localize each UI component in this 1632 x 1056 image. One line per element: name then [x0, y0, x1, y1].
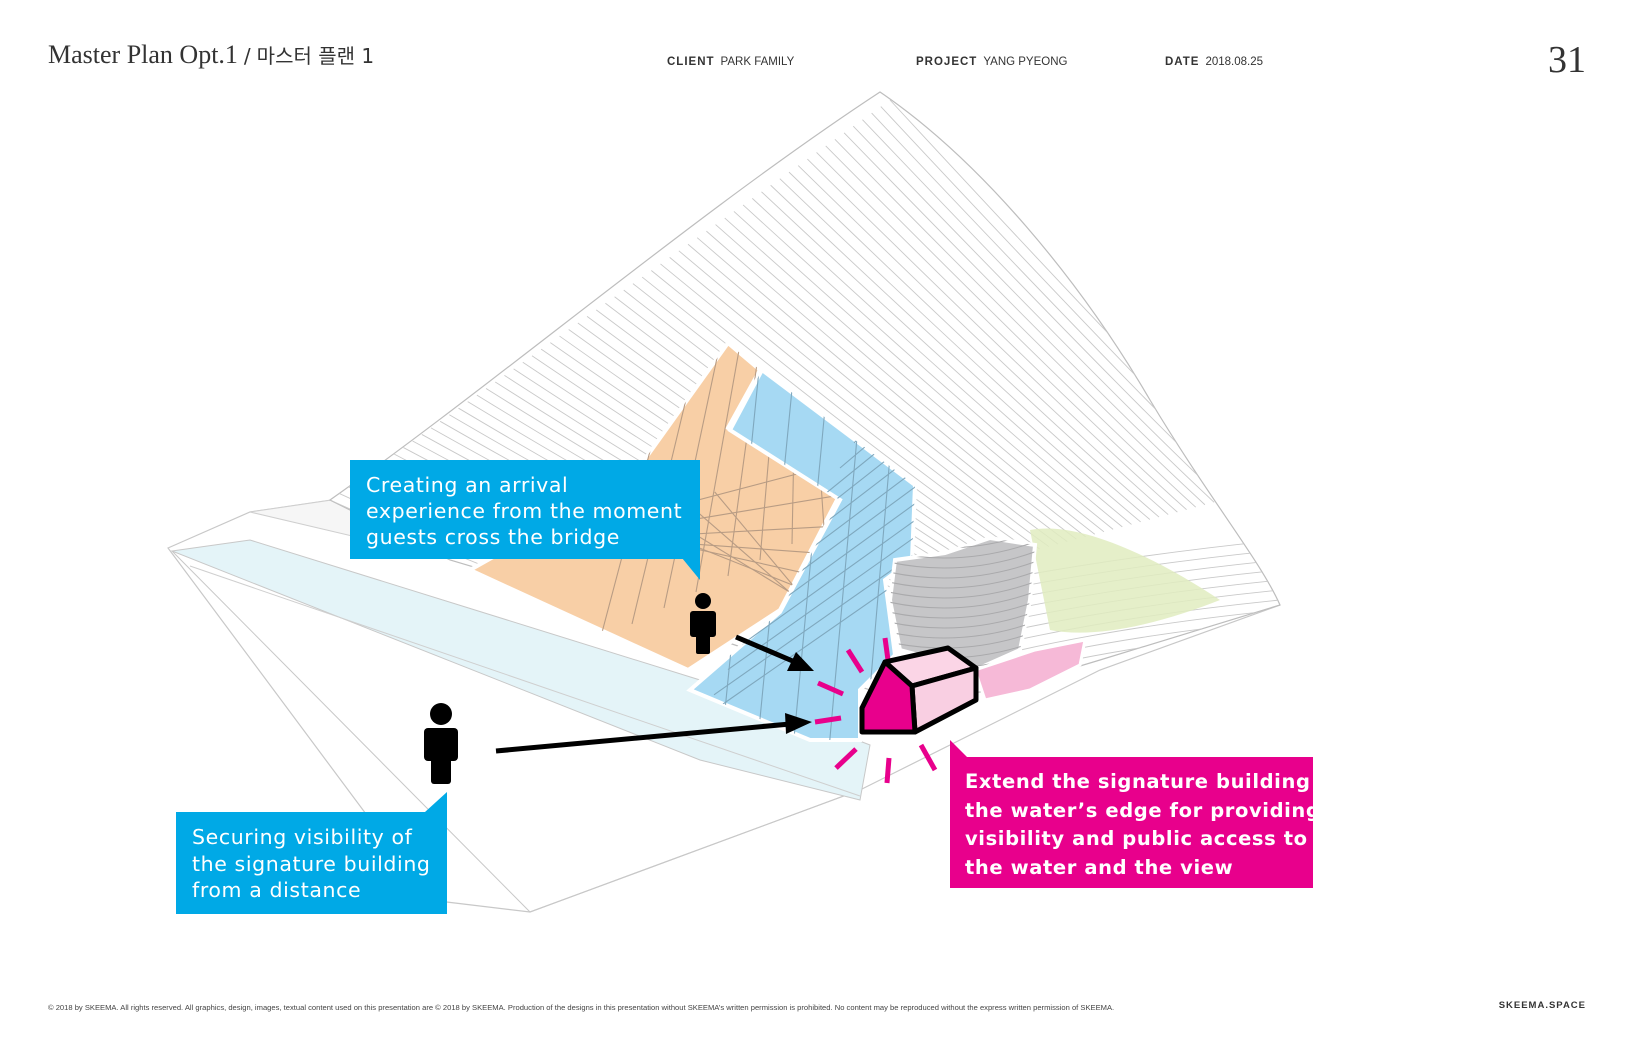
signature-callout: Extend the signature building to the wat… [950, 757, 1313, 888]
signature-callout-pointer [950, 740, 968, 758]
signature-callout-line-1: Extend the signature building to [965, 768, 1313, 797]
signature-callout-line-2: the water’s edge for providing [965, 797, 1313, 826]
arrival-callout-line-2: experience from the moment [366, 498, 700, 524]
arrival-callout-line-1: Creating an arrival [366, 472, 700, 498]
contour-line [996, 700, 1280, 760]
visibility-callout-line-2: the signature building [192, 851, 447, 878]
brand-link[interactable]: SKEEMA.SPACE [1499, 1000, 1586, 1011]
signature-callout-line-4: the water and the view [965, 854, 1313, 883]
arrival-callout: Creating an arrival experience from the … [350, 460, 700, 559]
arrival-callout-line-3: guests cross the bridge [366, 524, 700, 550]
signature-callout-line-3: visibility and public access to [965, 825, 1313, 854]
visibility-callout-line-3: from a distance [192, 877, 447, 904]
visibility-callout-line-1: Securing visibility of [192, 824, 447, 851]
visibility-callout: Securing visibility of the signature bui… [176, 812, 447, 914]
copyright-notice: © 2018 by SKEEMA. All rights reserved. A… [48, 1003, 1114, 1012]
